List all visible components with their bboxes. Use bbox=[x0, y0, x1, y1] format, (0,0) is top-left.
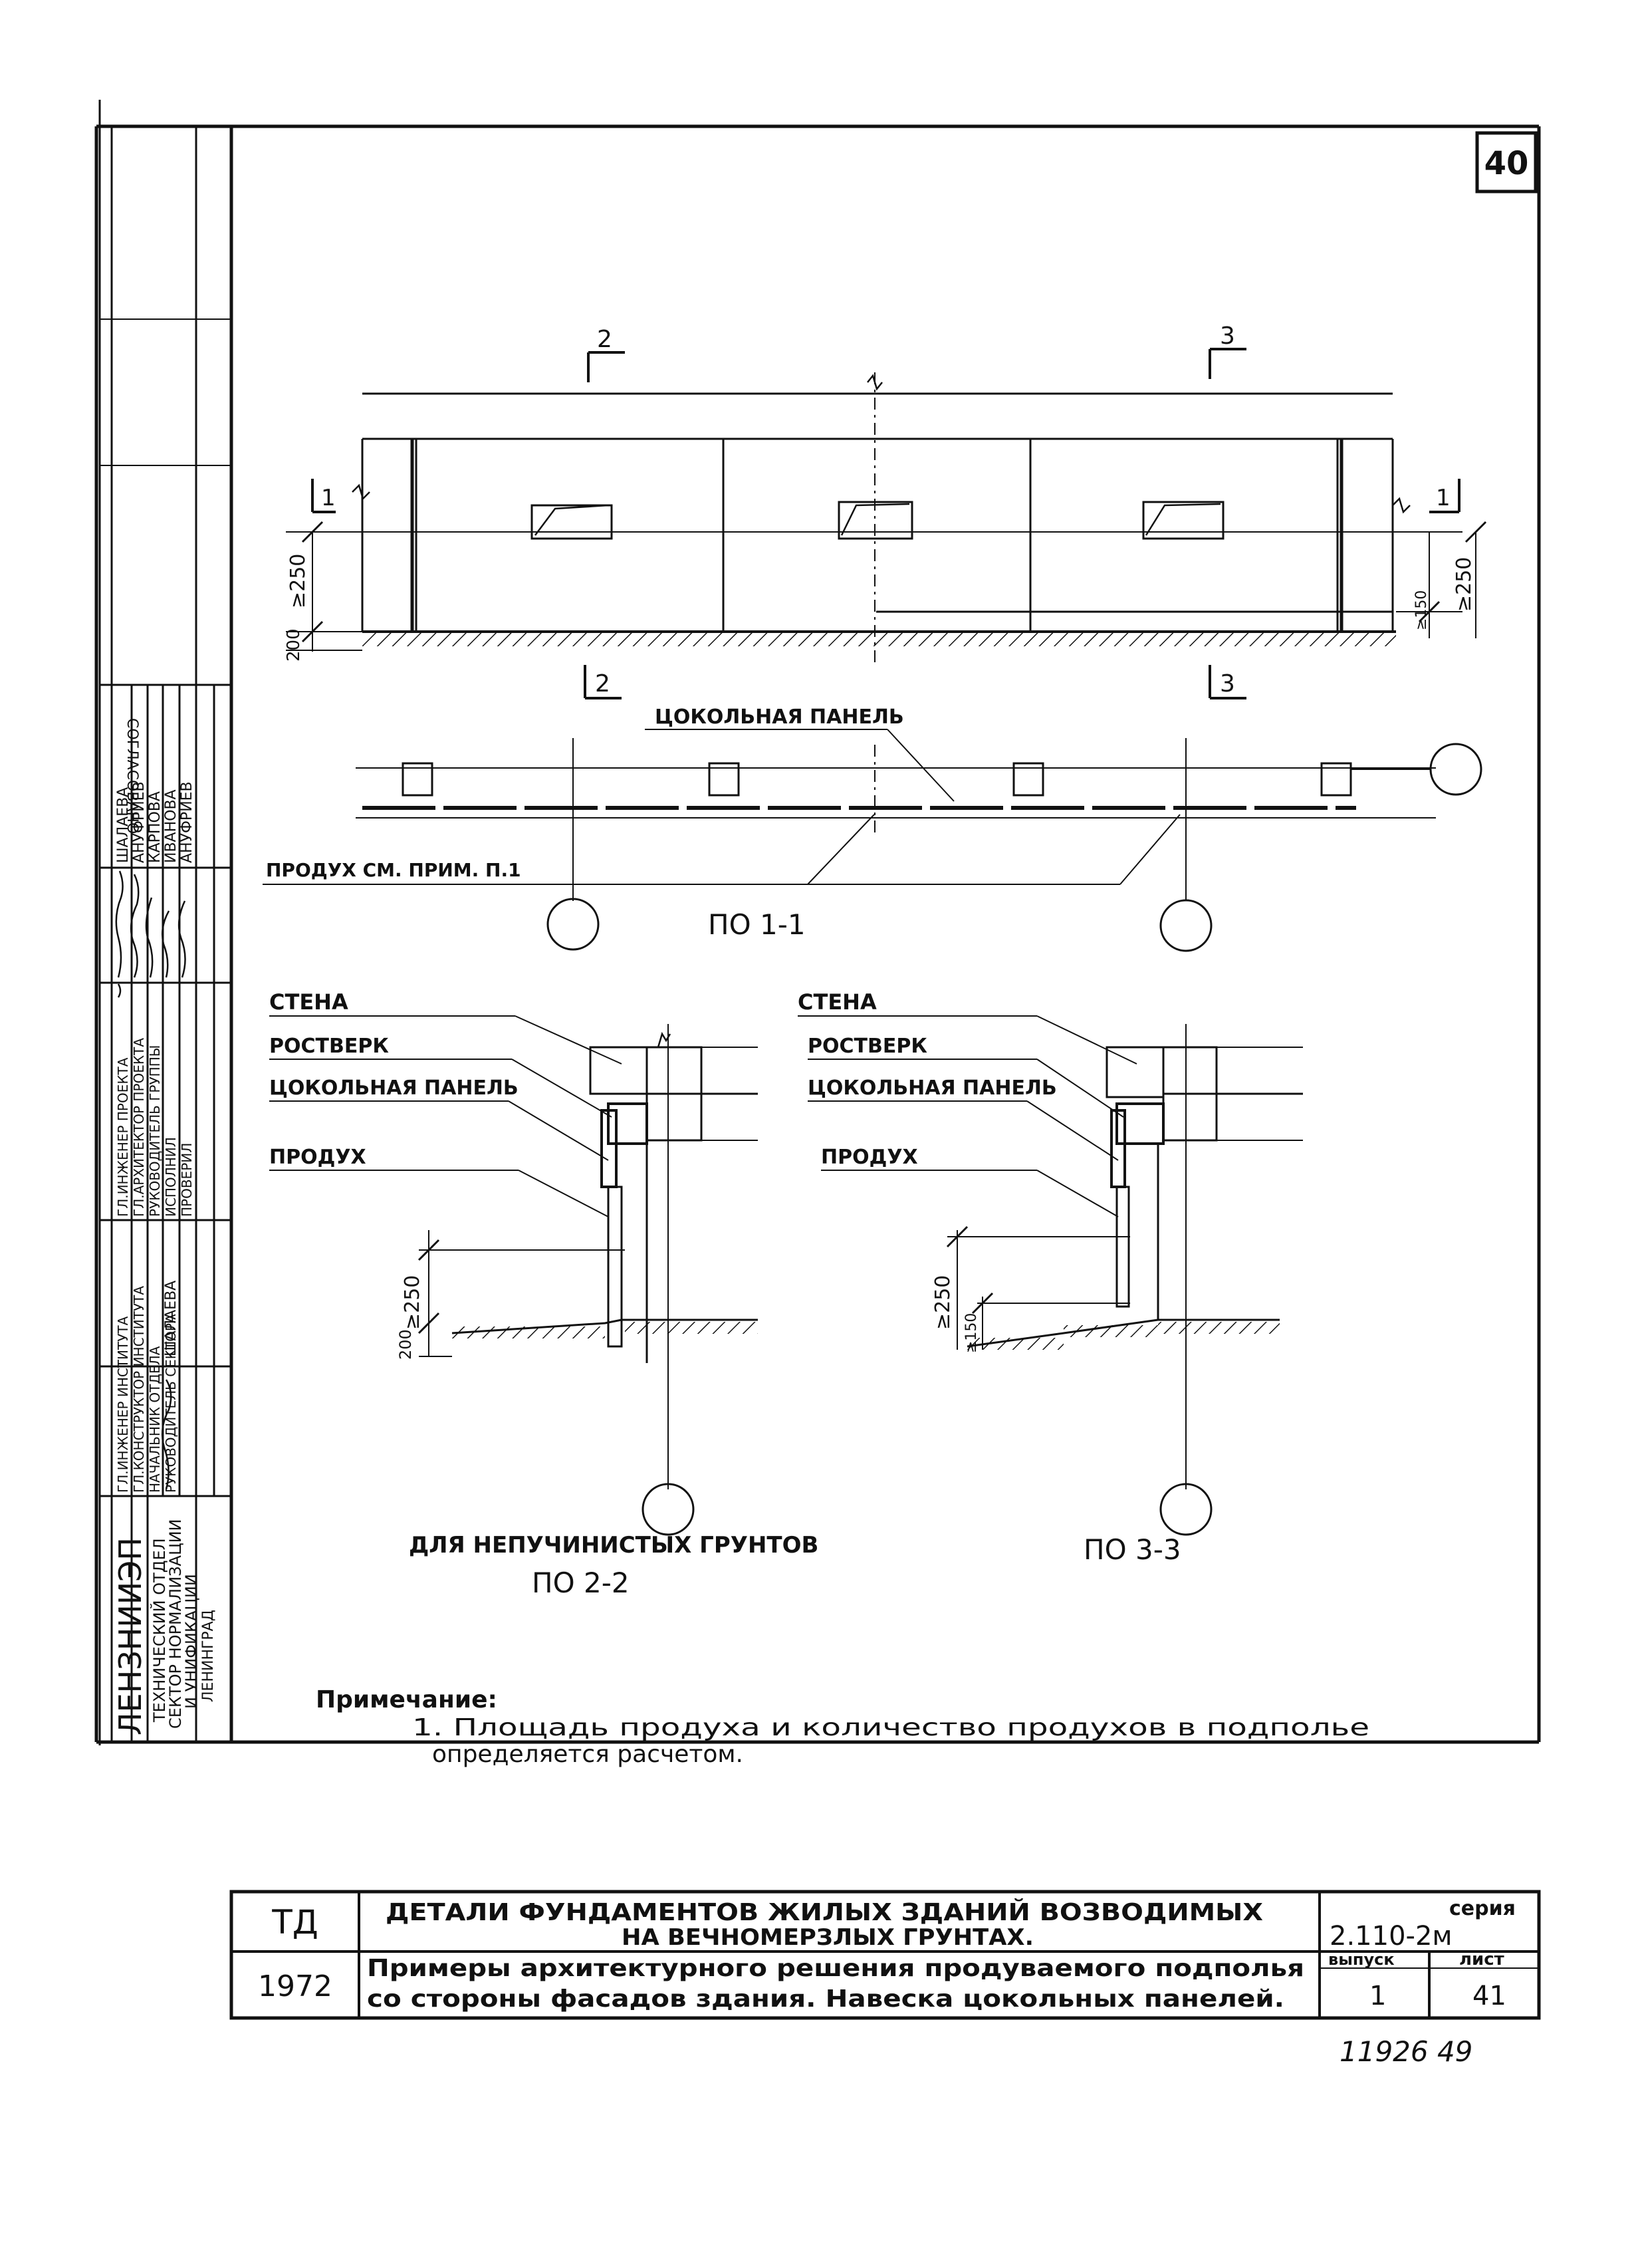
org-code: ТД bbox=[271, 1903, 318, 1942]
name-shalaeva-1: ШАЛАЕВА bbox=[163, 1281, 179, 1356]
left-stamp: ЛЕНЗНИИЭП ТЕХНИЧЕСКИЙ ОТДЕЛ СЕКТОР НОРМА… bbox=[100, 126, 231, 1742]
facade-dim-right-150: ≥150 bbox=[1413, 590, 1430, 630]
section22-dim-200: 200 bbox=[396, 1329, 415, 1360]
section-mark-1-right: 1 bbox=[1429, 479, 1460, 513]
page-number: 40 bbox=[1484, 145, 1529, 182]
section22-caption-line1: ДЛЯ НЕПУЧИНИСТЫХ ГРУНТОВ bbox=[409, 1532, 818, 1559]
series-value: 2.110-2м bbox=[1330, 1921, 1453, 1952]
name-shalaeva-2: ШАЛАЕВА bbox=[115, 787, 132, 863]
section22-label-vent: ПРОДУХ bbox=[269, 1146, 366, 1169]
title-line-1: ДЕТАЛИ ФУНДАМЕНТОВ ЖИЛЫХ ЗДАНИЙ ВОЗВОДИМ… bbox=[386, 1898, 1263, 1926]
section-mark-1-left: 1 bbox=[311, 479, 336, 513]
org-sub-2: СЕКТОР НОРМАЛИЗАЦИИ bbox=[166, 1519, 185, 1729]
section-mark-2-top: 2 bbox=[587, 326, 625, 382]
sheet-label: лист bbox=[1459, 1950, 1504, 1969]
svg-text:3: 3 bbox=[1220, 670, 1235, 697]
section22-dim-250: ≥250 bbox=[401, 1275, 424, 1330]
approval-label: СОГЛАСОВАНО bbox=[124, 718, 140, 834]
org-sub-1: ТЕХНИЧЕСКИЙ ОТДЕЛ bbox=[150, 1538, 169, 1723]
title-line-2: НА ВЕЧНОМЕРЗЛЫХ ГРУНТАХ. bbox=[622, 1924, 1034, 1951]
svg-text:3: 3 bbox=[1220, 322, 1235, 350]
axis-circle-left bbox=[546, 898, 600, 951]
section33-label-wall: СТЕНА bbox=[798, 989, 877, 1015]
note-line-1: 1. Площадь продуха и количество продухов… bbox=[412, 1714, 1369, 1741]
section33-dim-250: ≥250 bbox=[931, 1275, 955, 1330]
svg-text:1: 1 bbox=[1436, 485, 1451, 511]
signatures bbox=[115, 870, 186, 1490]
plinth-panels bbox=[410, 438, 1343, 633]
section33-label-panel: ЦОКОЛЬНАЯ ПАНЕЛЬ bbox=[808, 1076, 1057, 1100]
section-mark-3-top: 3 bbox=[1209, 322, 1246, 379]
facade-elevation: ≥250 200 ≥150 ≥250 2 3 1 1 bbox=[284, 322, 1487, 699]
axis-circle-mid bbox=[1159, 899, 1213, 952]
sheet-value: 41 bbox=[1472, 1981, 1506, 2011]
org-main: ЛЕНЗНИИЭП bbox=[112, 1537, 148, 1735]
role-chief-architect-project: ГЛ.АРХИТЕКТОР ПРОЕКТА bbox=[131, 1038, 147, 1217]
series-label: серия bbox=[1449, 1897, 1516, 1920]
facade-dim-left-250: ≥250 bbox=[287, 554, 310, 608]
plan-1-1: ЦОКОЛЬНАЯ ПАНЕЛЬ ПРОДУХ СМ. ПРИМ. П.1 ПО… bbox=[263, 705, 1482, 952]
section-mark-2-bottom: 2 bbox=[584, 665, 622, 699]
svg-text:2: 2 bbox=[595, 670, 610, 697]
role-head-group: РУКОВОДИТЕЛЬ ГРУППЫ bbox=[147, 1045, 163, 1217]
role-head-department: НАЧАЛЬНИК ОТДЕЛА bbox=[147, 1346, 163, 1493]
name-anufriev-1: АНУФРИЕВ bbox=[131, 781, 148, 863]
svg-text:2: 2 bbox=[597, 326, 612, 353]
section22-caption-line2: ПО 2-2 bbox=[532, 1567, 630, 1599]
note-line-2: определяется расчетом. bbox=[432, 1741, 743, 1768]
section33-label-grillage: РОСТВЕРК bbox=[808, 1035, 927, 1058]
role-executed: ИСПОЛНИЛ bbox=[163, 1137, 179, 1217]
sheet-frame bbox=[94, 100, 1541, 1745]
org-sub-4: ЛЕНИНГРАД bbox=[200, 1610, 217, 1702]
section-3-3: ≥250 ≥150 СТЕНА РОСТВЕРК ЦОКОЛЬНАЯ ПАНЕЛ… bbox=[798, 989, 1303, 1566]
org-sub-3: И УНИФИКАЦИИ bbox=[182, 1574, 201, 1709]
name-anufriev-2: АНУФРИЕВ bbox=[179, 781, 195, 863]
year: 1972 bbox=[258, 1969, 332, 2003]
role-chief-engineer-institute: ГЛ.ИНЖЕНЕР ИНСТИТУТА bbox=[115, 1316, 131, 1493]
subtitle-line-1: Примеры архитектурного решения продуваем… bbox=[367, 1955, 1304, 1982]
role-chief-designer-institute: ГЛ.КОНСТРУКТОР ИНСТИТУТА bbox=[131, 1286, 147, 1493]
plan-label-panel: ЦОКОЛЬНАЯ ПАНЕЛЬ bbox=[655, 705, 904, 729]
role-chief-engineer-project: ГЛ.ИНЖЕНЕР ПРОЕКТА bbox=[115, 1057, 131, 1217]
section22-label-wall: СТЕНА bbox=[269, 989, 348, 1015]
facade-dim-left-200: 200 bbox=[284, 628, 304, 662]
subtitle-line-2: со стороны фасадов здания. Навеска цокол… bbox=[367, 1985, 1284, 2013]
ground-hatch bbox=[362, 632, 1396, 646]
section33-dim-150: ≥150 bbox=[963, 1313, 980, 1353]
section22-label-grillage: РОСТВЕРК bbox=[269, 1035, 389, 1058]
section33-label-vent: ПРОДУХ bbox=[821, 1146, 918, 1169]
svg-text:1: 1 bbox=[321, 485, 336, 511]
plan-columns bbox=[402, 762, 1352, 797]
vent-openings bbox=[530, 501, 1225, 540]
facade-dim-right-250: ≥250 bbox=[1453, 557, 1476, 612]
section22-label-panel: ЦОКОЛЬНАЯ ПАНЕЛЬ bbox=[269, 1076, 519, 1100]
title-block: ТД 1972 ДЕТАЛИ ФУНДАМЕНТОВ ЖИЛЫХ ЗДАНИЙ … bbox=[229, 1890, 1541, 2020]
plan-label-vent: ПРОДУХ СМ. ПРИМ. П.1 bbox=[266, 859, 521, 881]
name-ivanova: ИВАНОВА bbox=[163, 789, 179, 863]
axis-circle-right bbox=[1429, 743, 1482, 796]
name-karpova: КАРПОВА bbox=[147, 791, 164, 863]
issue-value: 1 bbox=[1369, 1981, 1386, 2011]
handwritten-number: 11926 49 bbox=[1340, 2035, 1472, 2068]
section33-caption: ПО 3-3 bbox=[1084, 1533, 1181, 1566]
plan-caption: ПО 1-1 bbox=[708, 908, 806, 941]
role-checked: ПРОВЕРИЛ bbox=[179, 1143, 195, 1217]
section-2-2: ≥250 200 СТЕНА РОСТВЕРК ЦОКОЛЬНАЯ ПАНЕЛЬ… bbox=[269, 989, 818, 1599]
note-heading: Примечание: bbox=[316, 1686, 497, 1713]
section-mark-3-bottom: 3 bbox=[1209, 665, 1246, 699]
page-number-box: 40 bbox=[1475, 131, 1538, 193]
note-block: Примечание: 1. Площадь продуха и количес… bbox=[316, 1686, 1369, 1768]
issue-label: выпуск bbox=[1328, 1950, 1395, 1969]
